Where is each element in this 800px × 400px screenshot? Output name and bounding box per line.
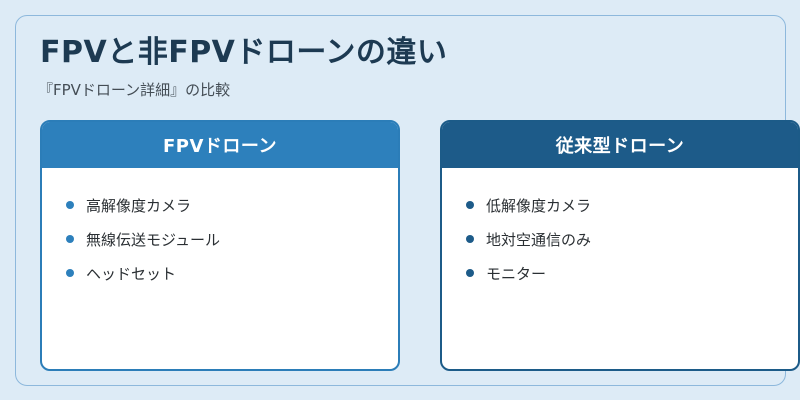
list-item-label: ヘッドセット [86, 264, 177, 283]
page-subtitle: 『FPVドローン詳細』の比較 [38, 81, 231, 99]
list-item-label: 低解像度カメラ [486, 196, 592, 215]
list-item: 高解像度カメラ [66, 188, 398, 222]
bullet-dot-icon [66, 269, 74, 277]
bullet-dot-icon [66, 235, 74, 243]
conventional-drone-feature-list: 低解像度カメラ 地対空通信のみ モニター [442, 168, 798, 290]
bullet-dot-icon [66, 201, 74, 209]
bullet-dot-icon [466, 235, 474, 243]
fpv-drone-feature-list: 高解像度カメラ 無線伝送モジュール ヘッドセット [42, 168, 398, 290]
list-item: 無線伝送モジュール [66, 222, 398, 256]
fpv-drone-card-header: FPVドローン [42, 122, 398, 168]
list-item: ヘッドセット [66, 256, 398, 290]
bullet-dot-icon [466, 269, 474, 277]
page-title: FPVと非FPVドローンの違い [40, 35, 448, 70]
conventional-drone-card-header: 従来型ドローン [442, 122, 798, 168]
list-item-label: 地対空通信のみ [486, 230, 592, 249]
conventional-drone-card: 従来型ドローン 低解像度カメラ 地対空通信のみ モニター [440, 120, 800, 371]
list-item-label: 無線伝送モジュール [86, 230, 220, 249]
list-item: 地対空通信のみ [466, 222, 798, 256]
list-item-label: モニター [486, 264, 547, 283]
bullet-dot-icon [466, 201, 474, 209]
list-item: モニター [466, 256, 798, 290]
fpv-drone-card: FPVドローン 高解像度カメラ 無線伝送モジュール ヘッドセット [40, 120, 400, 371]
list-item: 低解像度カメラ [466, 188, 798, 222]
list-item-label: 高解像度カメラ [86, 196, 192, 215]
